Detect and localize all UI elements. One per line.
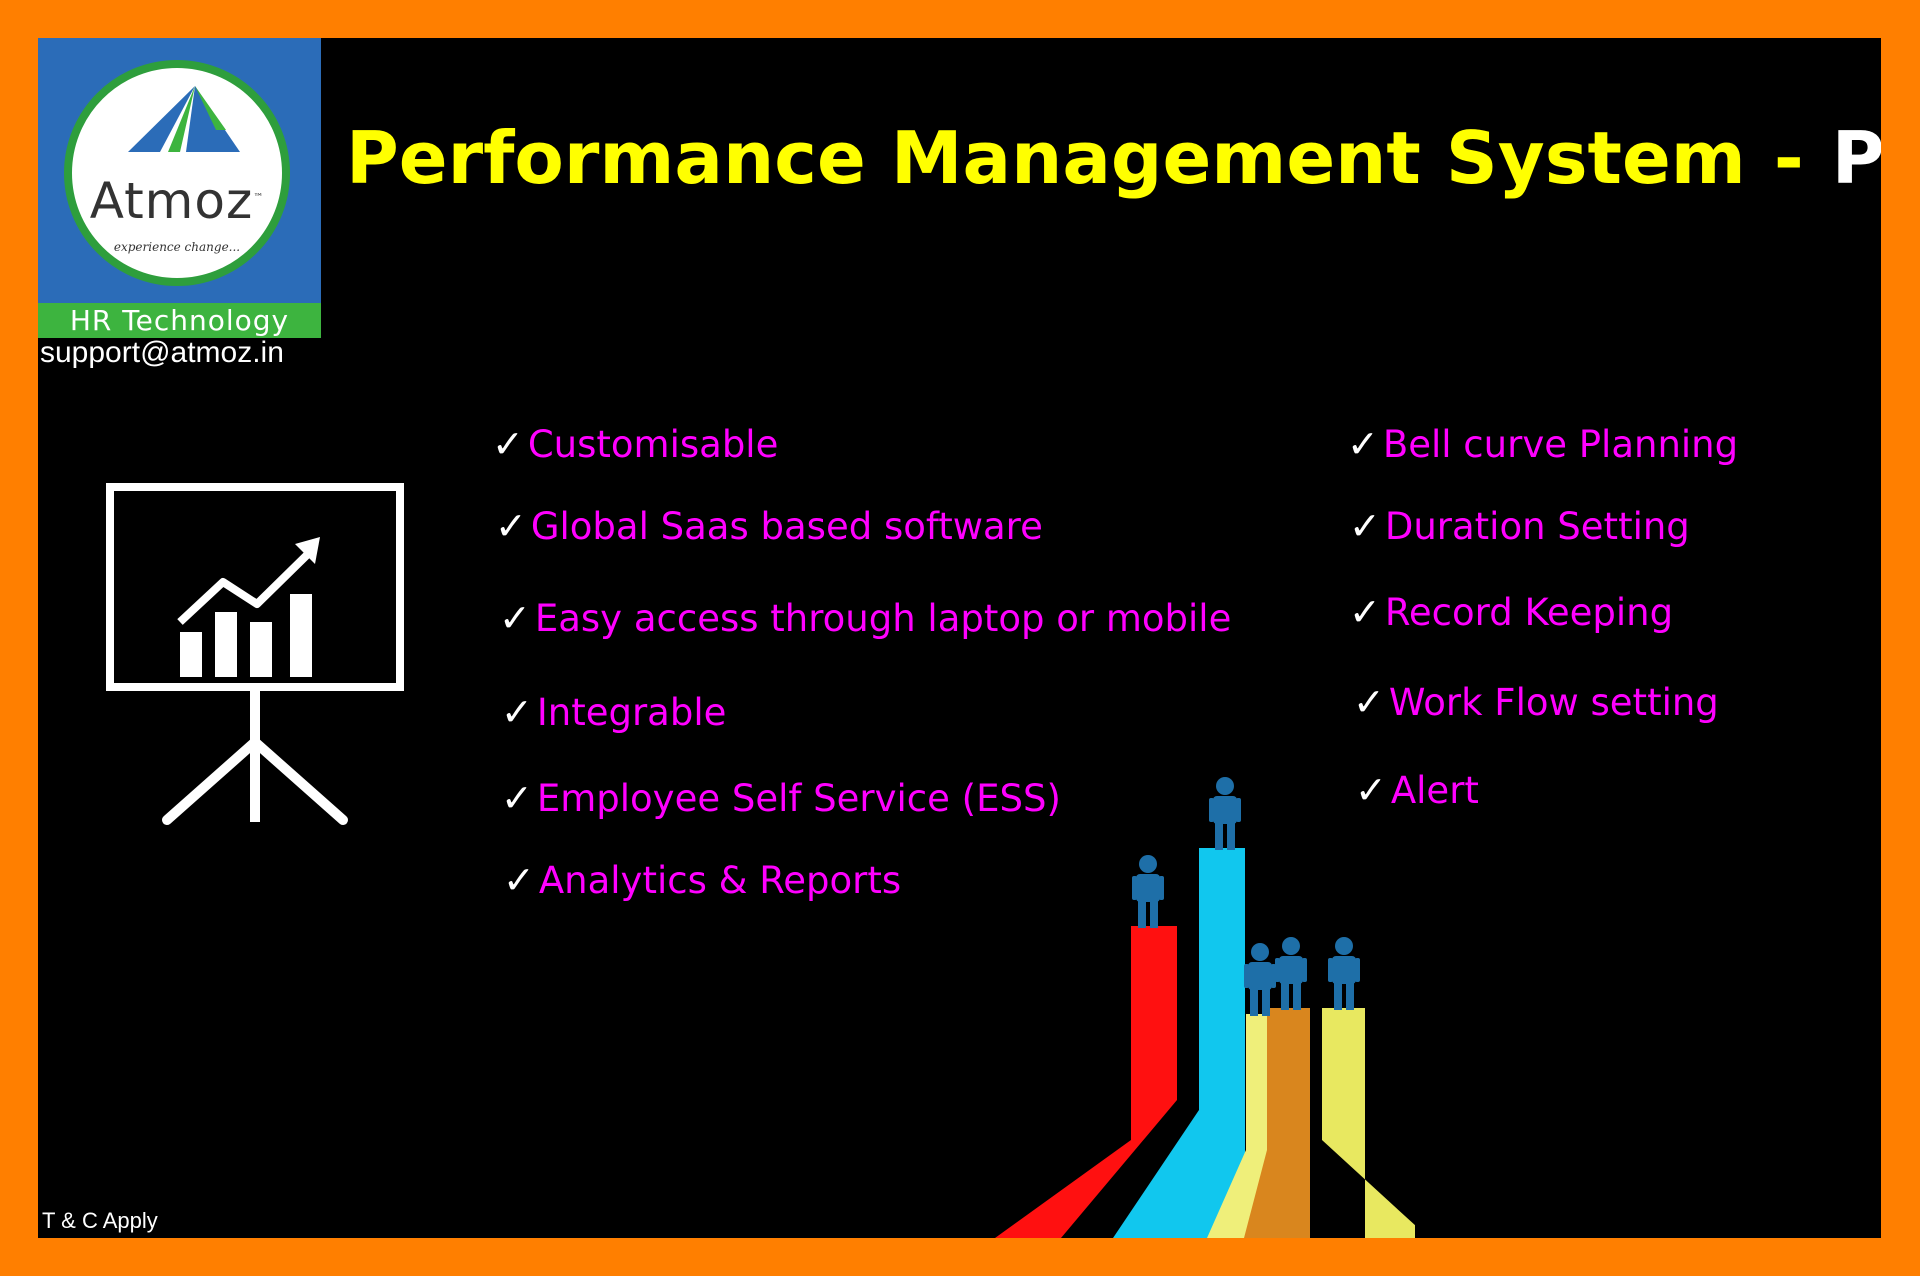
feature-item: ✓ Integrable — [501, 690, 726, 734]
check-icon: ✓ — [1349, 504, 1381, 548]
feature-item: ✓ Work Flow setting — [1353, 680, 1719, 724]
logo-wordmark: Atmoz™ — [72, 172, 282, 230]
feature-item: ✓ Bell curve Planning — [1347, 422, 1738, 466]
ladder-bar-orange — [1244, 1008, 1310, 1238]
logo-circle: Atmoz™ experience change... — [64, 60, 290, 286]
person-icon — [1328, 937, 1360, 1010]
pyramid-logo-icon — [128, 86, 240, 152]
ladder-bar-lightyellow — [1207, 1014, 1270, 1238]
title-abbreviation: PMS — [1831, 116, 1881, 200]
ladder-bar-cyan — [1113, 848, 1245, 1238]
check-icon: ✓ — [503, 858, 535, 902]
feature-label: Employee Self Service (ESS) — [536, 776, 1061, 820]
person-icon — [1244, 943, 1276, 1016]
poster-canvas: Atmoz™ experience change... HR Technolog… — [38, 38, 1881, 1238]
logo-trademark: ™ — [253, 192, 265, 204]
feature-item: ✓ Alert — [1355, 768, 1479, 812]
check-icon: ✓ — [495, 504, 527, 548]
person-icon — [1275, 937, 1307, 1010]
atmoz-logo: Atmoz™ experience change... HR Technolog… — [38, 38, 321, 338]
feature-item: ✓ Record Keeping — [1349, 590, 1673, 634]
check-icon: ✓ — [1355, 768, 1387, 812]
feature-item: ✓ Analytics & Reports — [503, 858, 901, 902]
check-icon: ✓ — [1349, 590, 1381, 634]
feature-item: ✓ Customisable — [492, 422, 778, 466]
check-icon: ✓ — [1353, 680, 1385, 724]
ladder-bar-yellow — [1322, 1008, 1415, 1238]
feature-label: Global Saas based software — [530, 504, 1043, 548]
career-ladder-illustration — [995, 777, 1415, 1238]
feature-label: Customisable — [527, 422, 779, 466]
check-icon: ✓ — [499, 596, 531, 640]
logo-brand: Atmoz — [89, 172, 254, 230]
page-title: Performance Management System-PMS — [346, 116, 1881, 200]
hr-technology-band: HR Technology — [38, 303, 321, 338]
feature-label: Work Flow setting — [1388, 680, 1719, 724]
support-email[interactable]: support@atmoz.in — [40, 336, 284, 369]
check-icon: ✓ — [501, 690, 533, 734]
person-icon — [1209, 777, 1241, 850]
ladder-bar-red — [995, 926, 1177, 1238]
feature-label: Easy access through laptop or mobile — [534, 596, 1232, 640]
presentation-chart-icon — [106, 483, 404, 825]
feature-label: Bell curve Planning — [1382, 422, 1739, 466]
feature-item: ✓ Global Saas based software — [495, 504, 1043, 548]
feature-item: ✓ Duration Setting — [1349, 504, 1690, 548]
feature-item: ✓ Easy access through laptop or mobile — [499, 596, 1231, 640]
feature-label: Duration Setting — [1384, 504, 1690, 548]
feature-label: Analytics & Reports — [538, 858, 902, 902]
feature-label: Record Keeping — [1384, 590, 1674, 634]
feature-label: Alert — [1390, 768, 1479, 812]
check-icon: ✓ — [501, 776, 533, 820]
person-icon — [1132, 855, 1164, 928]
check-icon: ✓ — [1347, 422, 1379, 466]
check-icon: ✓ — [492, 422, 524, 466]
title-separator: - — [1773, 116, 1804, 200]
feature-label: Integrable — [536, 690, 727, 734]
feature-item: ✓ Employee Self Service (ESS) — [501, 776, 1061, 820]
title-main: Performance Management System — [346, 116, 1746, 200]
logo-tagline: experience change... — [113, 240, 241, 254]
terms-note: T & C Apply — [42, 1208, 158, 1233]
